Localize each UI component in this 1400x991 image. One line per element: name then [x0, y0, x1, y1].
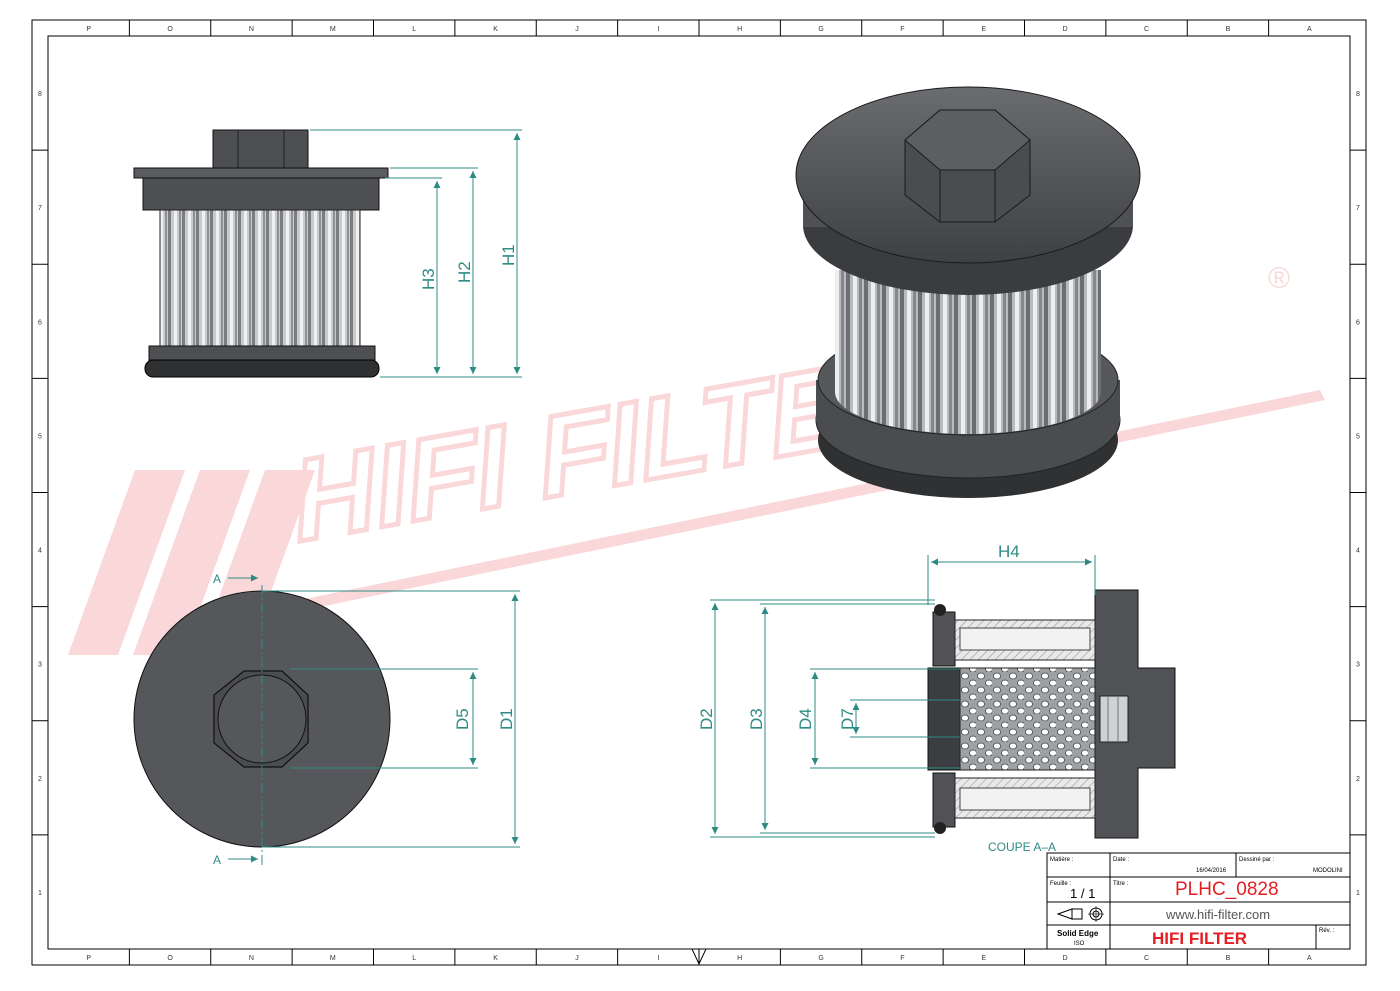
zone-label-bottom: K [493, 955, 498, 962]
zone-label-top: J [575, 26, 579, 33]
zone-label-top: C [1144, 26, 1149, 33]
side-view-dimensions: H1 H2 H3 [310, 129, 522, 378]
tb-titre-label: Titre : [1113, 881, 1128, 887]
zone-label-top: M [330, 26, 336, 33]
zone-label-left: 7 [38, 205, 42, 212]
zone-label-right: 4 [1356, 548, 1360, 555]
zone-label-bottom: D [1063, 955, 1068, 962]
tb-rev-label: Rév. : [1319, 928, 1335, 934]
dim-h4: H4 [998, 542, 1020, 561]
zone-label-bottom: P [86, 955, 91, 962]
zone-label-top: E [981, 26, 986, 33]
zone-label-top: L [412, 26, 416, 33]
dim-d4: D4 [796, 708, 815, 730]
tb-website: www.hifi-filter.com [1165, 907, 1270, 922]
zone-ticks: P P O O N N M M L L K K J J I I H H G G F F E E D D C C B B A A 8 8 7 7 6 6 5 5… [32, 20, 1366, 965]
section-view-dimensions: H4 D2 D3 D4 D7 COUPE A–A [697, 542, 1096, 854]
zone-label-bottom: E [981, 955, 986, 962]
zone-label-left: 8 [38, 91, 42, 98]
zone-label-right: 5 [1356, 433, 1360, 440]
tb-feuille-label: Feuille : [1050, 881, 1071, 887]
zone-label-right: 6 [1356, 319, 1360, 326]
zone-label-top: G [818, 26, 823, 33]
dim-d1: D1 [497, 708, 516, 730]
dim-d2: D2 [697, 708, 716, 730]
zone-label-bottom: O [167, 955, 173, 962]
zone-label-top: I [657, 26, 659, 33]
zone-label-top: D [1063, 26, 1068, 33]
zone-label-bottom: N [249, 955, 254, 962]
zone-label-bottom: M [330, 955, 336, 962]
zone-label-right: 7 [1356, 205, 1360, 212]
tb-feuille-value: 1 / 1 [1070, 886, 1095, 901]
dim-d3: D3 [747, 708, 766, 730]
zone-label-left: 4 [38, 548, 42, 555]
zone-label-top: K [493, 26, 498, 33]
zone-label-right: 1 [1356, 890, 1360, 897]
tb-date-label: Date : [1113, 857, 1129, 863]
zone-label-top: N [249, 26, 254, 33]
zone-label-top: B [1226, 26, 1231, 33]
tb-dessine-value: MODOLINI [1313, 868, 1343, 874]
tb-matiere-label: Matière : [1050, 857, 1074, 863]
zone-label-bottom: F [900, 955, 904, 962]
zone-label-top: O [167, 26, 173, 33]
top-view-dimensions: D1 D5 A A [213, 572, 520, 867]
tb-part-number: PLHC_0828 [1175, 879, 1279, 900]
zone-label-bottom: A [1307, 955, 1312, 962]
tb-software-sub: ISO [1074, 941, 1085, 947]
tb-dessine-label: Dessiné par : [1239, 857, 1275, 863]
zone-label-bottom: H [737, 955, 742, 962]
zone-label-bottom: C [1144, 955, 1149, 962]
section-cut-label-top: A [213, 572, 221, 586]
section-cut-label-bottom: A [213, 853, 221, 867]
zone-label-left: 2 [38, 776, 42, 783]
zone-label-right: 3 [1356, 662, 1360, 669]
zone-label-bottom: L [412, 955, 416, 962]
side-view [133, 129, 389, 378]
zone-label-bottom: J [575, 955, 579, 962]
zone-label-bottom: I [657, 955, 659, 962]
dim-d5: D5 [453, 708, 472, 730]
watermark-registered: ® [1268, 262, 1290, 295]
zone-label-left: 3 [38, 662, 42, 669]
zone-label-top: F [900, 26, 904, 33]
dim-h2: H2 [455, 261, 474, 283]
dim-h3: H3 [419, 268, 438, 290]
tb-date-value: 16/04/2016 [1196, 868, 1227, 874]
zone-label-left: 5 [38, 433, 42, 440]
zone-label-right: 2 [1356, 776, 1360, 783]
first-angle-projection-icon [1056, 906, 1104, 922]
section-view [927, 589, 1176, 839]
zone-label-left: 1 [38, 890, 42, 897]
top-view [133, 585, 391, 865]
zone-label-top: A [1307, 26, 1312, 33]
tb-brand: HIFI FILTER [1152, 929, 1247, 948]
zone-label-left: 6 [38, 319, 42, 326]
section-caption: COUPE A–A [988, 840, 1056, 854]
zone-label-right: 8 [1356, 91, 1360, 98]
tb-software: Solid Edge [1057, 929, 1099, 938]
zone-label-top: P [86, 26, 91, 33]
zone-label-top: H [737, 26, 742, 33]
isometric-view [795, 86, 1141, 498]
zone-label-bottom: B [1226, 955, 1231, 962]
dim-h1: H1 [499, 244, 518, 266]
title-block: Matière : Date : 16/04/2016 Dessiné par … [1046, 852, 1351, 950]
zone-label-bottom: G [818, 955, 823, 962]
dim-d7: D7 [838, 708, 857, 730]
